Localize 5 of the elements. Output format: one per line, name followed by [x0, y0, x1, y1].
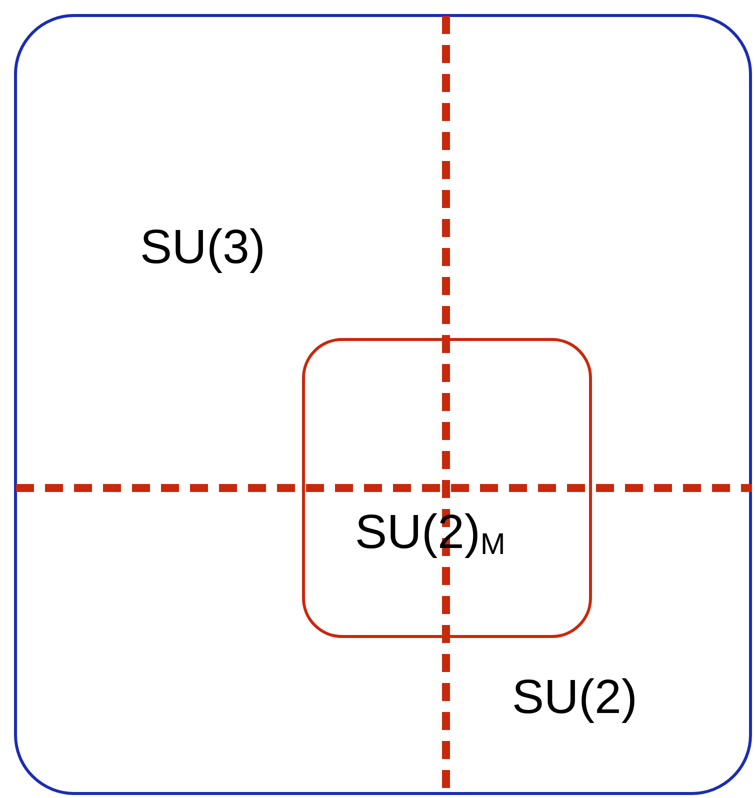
group-label: SU(3) — [140, 224, 266, 272]
group-box — [302, 338, 592, 638]
group-label: SU(2) — [512, 674, 638, 722]
group-label: SU(2)$_{M}$ — [355, 509, 506, 560]
region-box — [14, 14, 752, 795]
